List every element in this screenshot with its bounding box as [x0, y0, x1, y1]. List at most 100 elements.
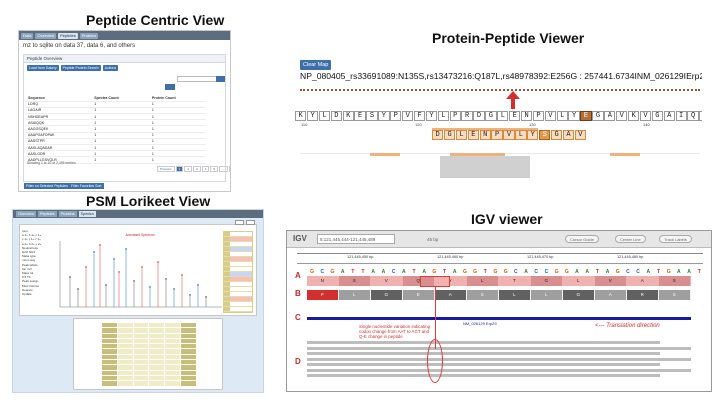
amino-acid: E [403, 290, 434, 300]
match-cell [181, 344, 197, 349]
peptide-residue[interactable]: Y [527, 130, 539, 140]
page-link[interactable]: 4 [201, 166, 210, 172]
peptide-residue[interactable]: A [562, 130, 575, 140]
amino-acid: Q [403, 276, 434, 286]
protein-cell: 1 [149, 113, 206, 121]
zoom-in-button[interactable] [235, 220, 244, 225]
spectra-cell: 1 [92, 107, 150, 115]
zoom-out-button[interactable] [246, 220, 255, 225]
peak-marker [189, 294, 191, 296]
peptide-residue[interactable]: G [443, 130, 456, 140]
match-cell [102, 323, 118, 328]
peptide-residue[interactable]: L [515, 130, 527, 140]
nav-tab[interactable]: Peptides [58, 32, 78, 39]
page-link[interactable]: 1 [175, 166, 184, 172]
apply-button[interactable] [165, 84, 175, 90]
match-cell [165, 354, 182, 360]
action-tab[interactable]: Load from Galaxy [27, 65, 59, 71]
match-cell [118, 370, 134, 375]
filter-favorites-button[interactable]: Filter Favorites Sort [69, 183, 104, 189]
match-cell [134, 375, 150, 381]
search-button[interactable] [216, 76, 225, 82]
nav-tab[interactable]: Overview [35, 32, 57, 39]
clear-map-button[interactable]: Clear Map [300, 60, 332, 70]
peptide-residue[interactable]: E [467, 130, 479, 140]
gene-track [307, 317, 691, 320]
base: G [564, 269, 569, 275]
match-cell [149, 338, 166, 344]
peptide-residue[interactable]: S [539, 130, 551, 140]
peptide-centric-title: Peptide Centric View [86, 12, 225, 28]
peak-marker [125, 248, 127, 250]
page-link[interactable]: ... [219, 166, 228, 172]
match-cell [118, 323, 134, 328]
page-link[interactable]: 250 [228, 166, 230, 172]
base: A [677, 269, 681, 275]
action-tab[interactable]: Actions [102, 65, 119, 71]
column-header[interactable]: Sequence [26, 95, 93, 102]
center-line-button[interactable]: Center Line [615, 235, 646, 243]
match-cell [181, 333, 197, 338]
base: G [493, 269, 498, 275]
peptide-residue[interactable]: G [550, 130, 563, 140]
filter-selected-button[interactable]: Filter on Selected Peptides [24, 183, 70, 189]
match-row [102, 375, 197, 382]
page-link[interactable]: 2 [184, 166, 193, 172]
read-alignments [307, 341, 691, 380]
match-cell [134, 381, 150, 386]
nav-tab[interactable]: Peptides [37, 211, 57, 217]
cursor-guide-button[interactable]: Cursor Guide [565, 235, 599, 243]
match-cell [165, 360, 182, 365]
peptide-residue[interactable]: V [574, 130, 586, 140]
match-row [102, 333, 197, 339]
page-link[interactable]: Previous [157, 166, 175, 172]
match-cell [181, 354, 197, 360]
match-cell [149, 328, 166, 333]
base: A [646, 269, 651, 275]
peptide-residue[interactable]: L [455, 130, 468, 140]
peak-marker [69, 276, 71, 278]
nav-tab[interactable]: Spectra [78, 211, 96, 217]
action-tab[interactable]: Peptide Protein Search [60, 65, 101, 71]
ion-value [230, 277, 252, 281]
peptide-residue[interactable]: D [432, 130, 444, 140]
ion-index [224, 242, 230, 246]
nav-tab[interactable]: Data [21, 32, 34, 39]
page-link[interactable]: 3 [193, 166, 201, 172]
residue: V [544, 111, 556, 121]
peptide-residue[interactable]: N [479, 130, 491, 140]
peptide-residue[interactable]: P [491, 130, 503, 140]
ion-value [230, 257, 252, 261]
protein-cell: 1 [149, 150, 206, 158]
residue: P [449, 111, 461, 121]
column-header[interactable]: Spectra Count [92, 95, 150, 102]
nav-tab[interactable]: Overview [16, 211, 36, 217]
nav-tab[interactable]: Proteins [58, 211, 77, 217]
residue: F [413, 111, 426, 121]
track-labels-button[interactable]: Track Labels [659, 235, 692, 243]
nav-tab[interactable]: Proteins [79, 32, 99, 39]
amino-acid: A [595, 290, 626, 300]
column-header[interactable]: Protein Count [149, 95, 206, 102]
peptide-residue[interactable]: V [503, 130, 515, 140]
locus-input[interactable]: 5:121,445,444-121,445,489 [317, 234, 395, 244]
amino-acid: V [595, 276, 626, 286]
residue: P [532, 111, 545, 121]
residue: K [342, 111, 354, 121]
igv-logo: IGV [293, 234, 307, 243]
ion-index [224, 307, 230, 311]
page-link[interactable]: 5 [210, 166, 219, 172]
